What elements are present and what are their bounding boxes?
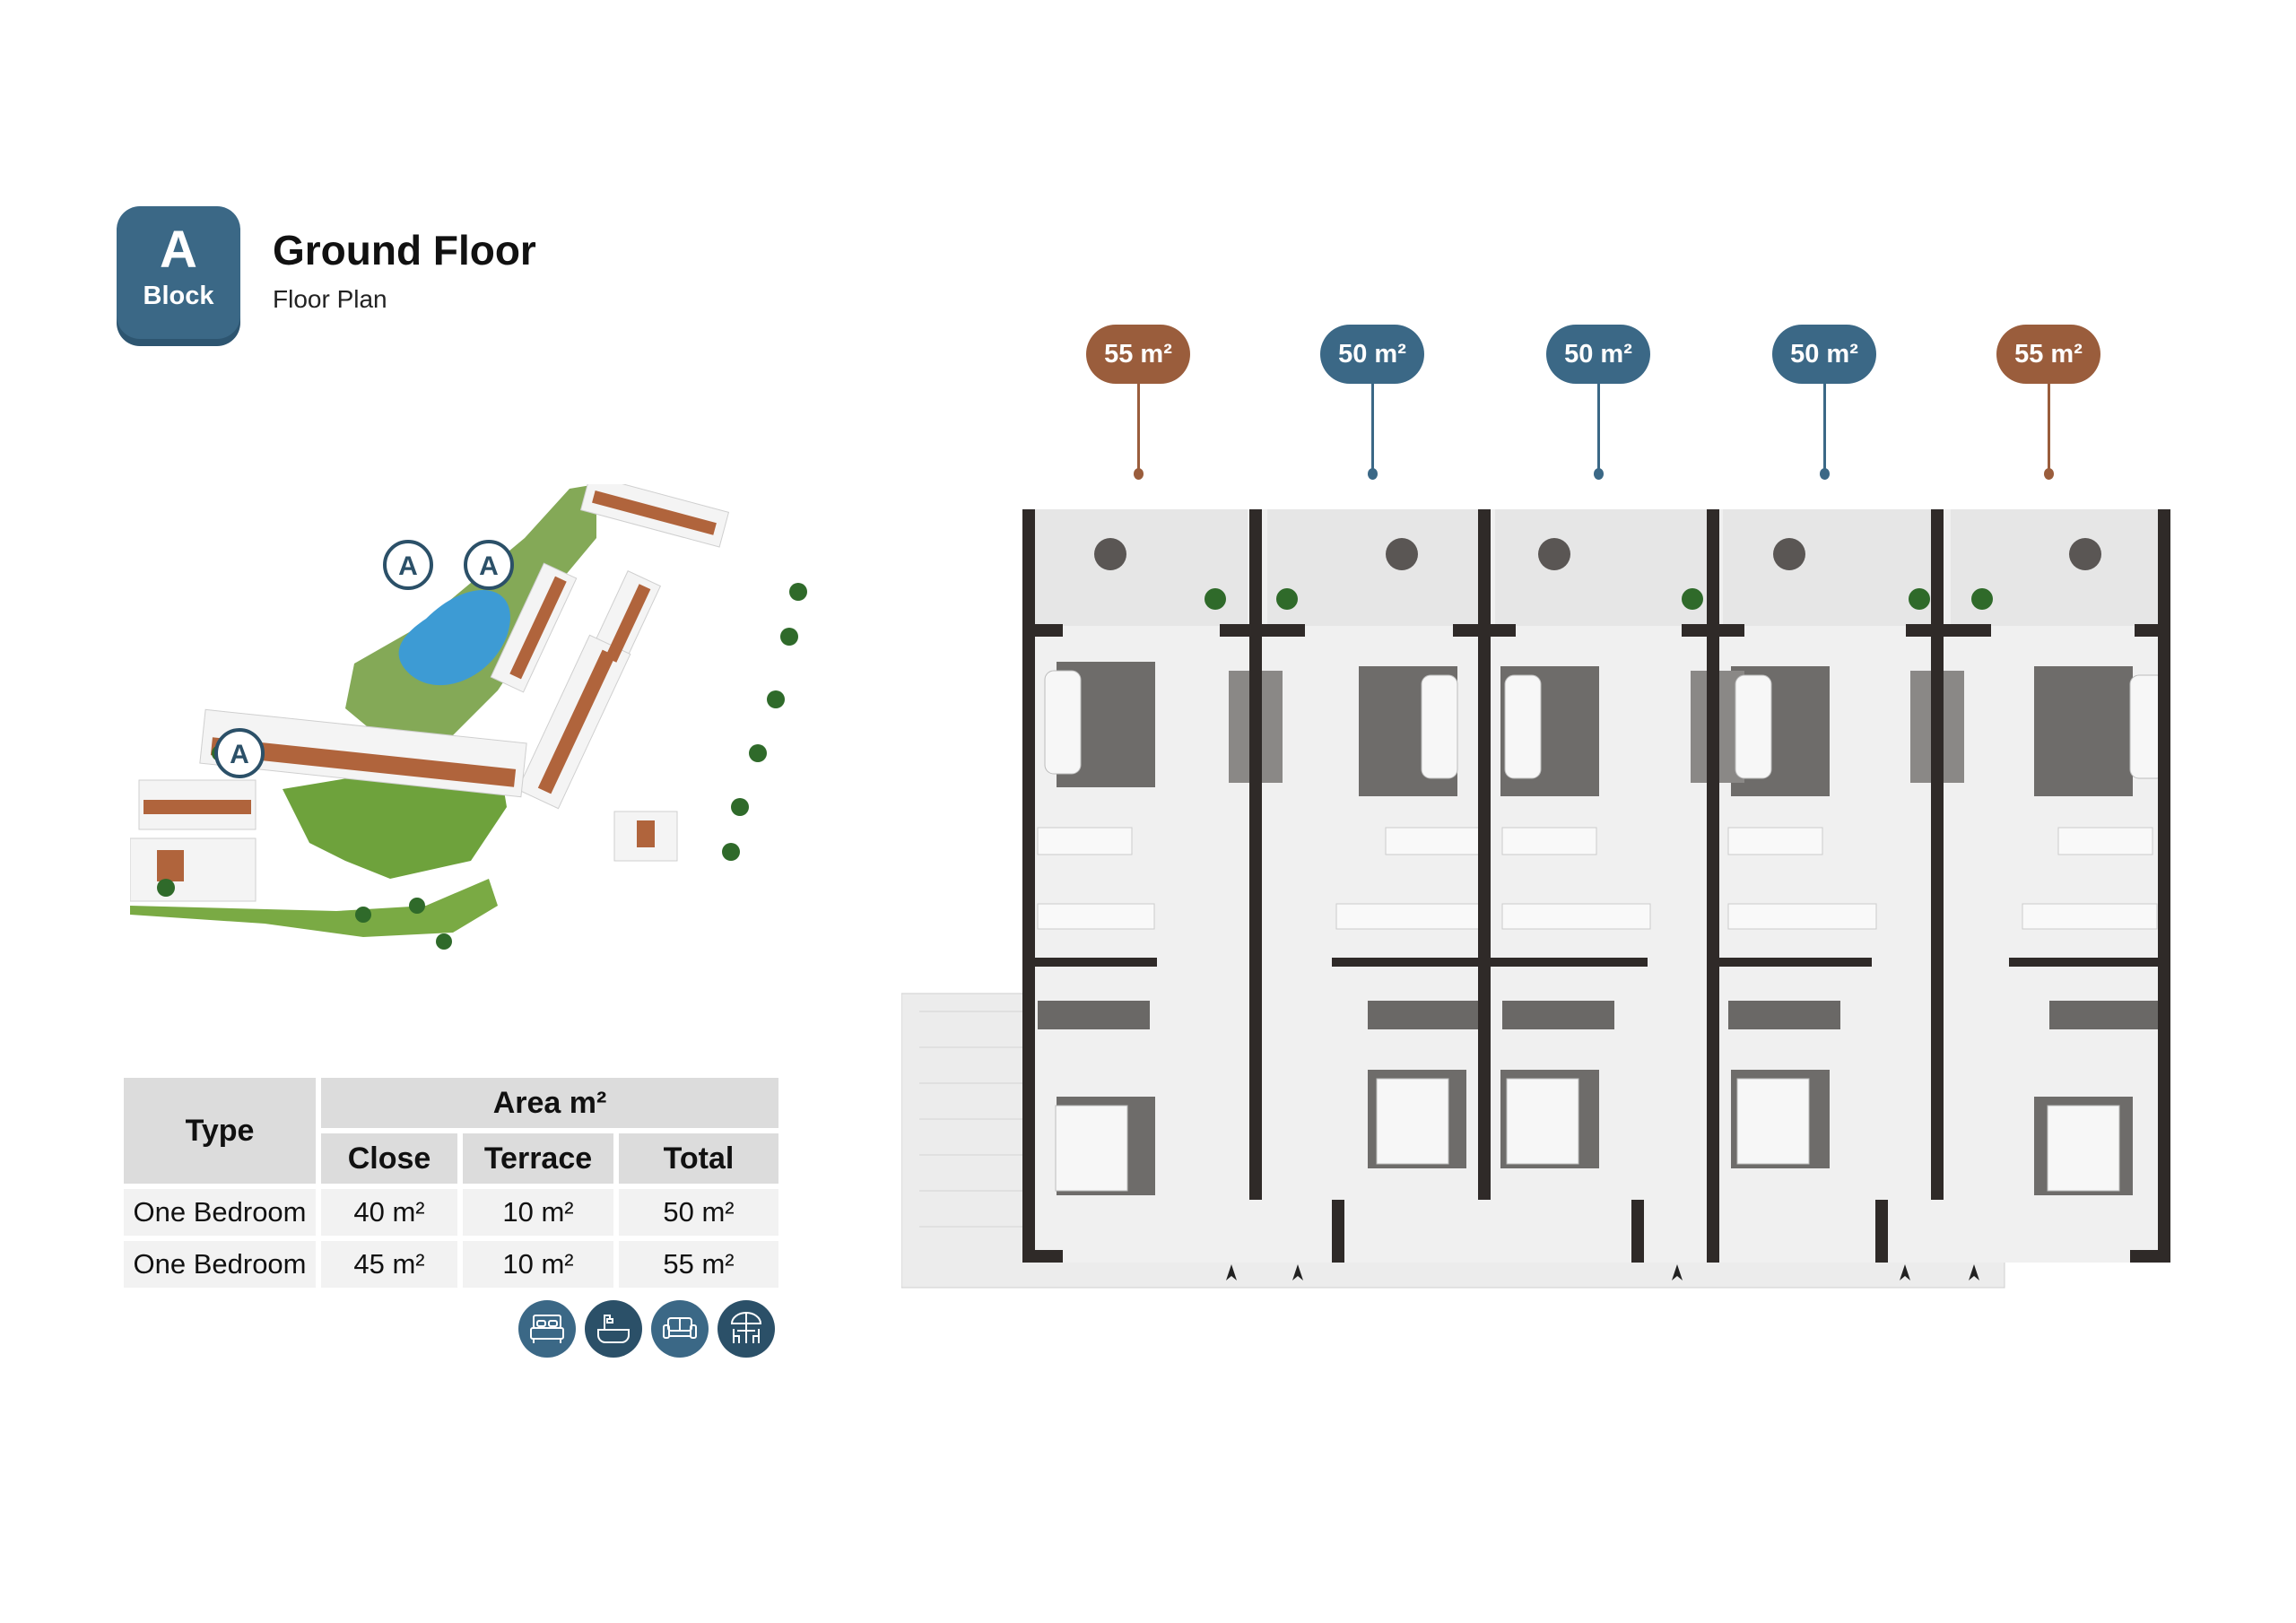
area-badge: 50 m² [1772, 325, 1876, 384]
unit-area-pin-5: 55 m² [1996, 325, 2100, 480]
area-table: Type Area m² Close Terrace Total One Bed… [118, 1072, 784, 1293]
block-word: Block [143, 282, 214, 310]
svg-text:A: A [479, 551, 499, 581]
unit-area-pin-1: 55 m² [1086, 325, 1190, 480]
cell-total: 50 m² [619, 1189, 778, 1236]
cell-close: 40 m² [321, 1189, 457, 1236]
unit-area-pin-4: 50 m² [1772, 325, 1876, 480]
header-type: Type [124, 1078, 316, 1184]
bathtub-shower-icon [585, 1300, 642, 1358]
site-marker-a [214, 540, 514, 778]
svg-text:A: A [230, 740, 249, 769]
area-badge: 50 m² [1320, 325, 1424, 384]
cell-type: One Bedroom [124, 1189, 316, 1236]
unit-area-pin-3: 50 m² [1546, 325, 1650, 480]
cell-terrace: 10 m² [463, 1241, 613, 1288]
cell-close: 45 m² [321, 1241, 457, 1288]
block-badge: A Block [117, 206, 240, 339]
area-badge: 55 m² [1996, 325, 2100, 384]
header-close: Close [321, 1133, 457, 1184]
block-letter: A [160, 221, 197, 279]
header-area: Area m² [321, 1078, 778, 1128]
unit [1034, 509, 2164, 626]
site-plan-map: A A A [130, 484, 807, 950]
cell-total: 55 m² [619, 1241, 778, 1288]
table-row: One Bedroom 45 m² 10 m² 55 m² [124, 1241, 778, 1288]
header-terrace: Terrace [463, 1133, 613, 1184]
sofa-icon [651, 1300, 709, 1358]
cell-terrace: 10 m² [463, 1189, 613, 1236]
area-badge: 50 m² [1546, 325, 1650, 384]
table-row: One Bedroom 40 m² 10 m² 50 m² [124, 1189, 778, 1236]
svg-text:A: A [398, 551, 418, 581]
amenity-icons [518, 1300, 775, 1358]
bed-icon [518, 1300, 576, 1358]
floor-plan-drawing [901, 509, 2170, 1289]
page-title: Ground Floor [273, 227, 536, 273]
unit-area-pin-2: 50 m² [1320, 325, 1424, 480]
area-badge: 55 m² [1086, 325, 1190, 384]
page-subtitle: Floor Plan [273, 285, 387, 313]
terrace-umbrella-table-icon [718, 1300, 775, 1358]
cell-type: One Bedroom [124, 1241, 316, 1288]
header-total: Total [619, 1133, 778, 1184]
entrance-arrow-icon [1226, 1264, 1979, 1280]
